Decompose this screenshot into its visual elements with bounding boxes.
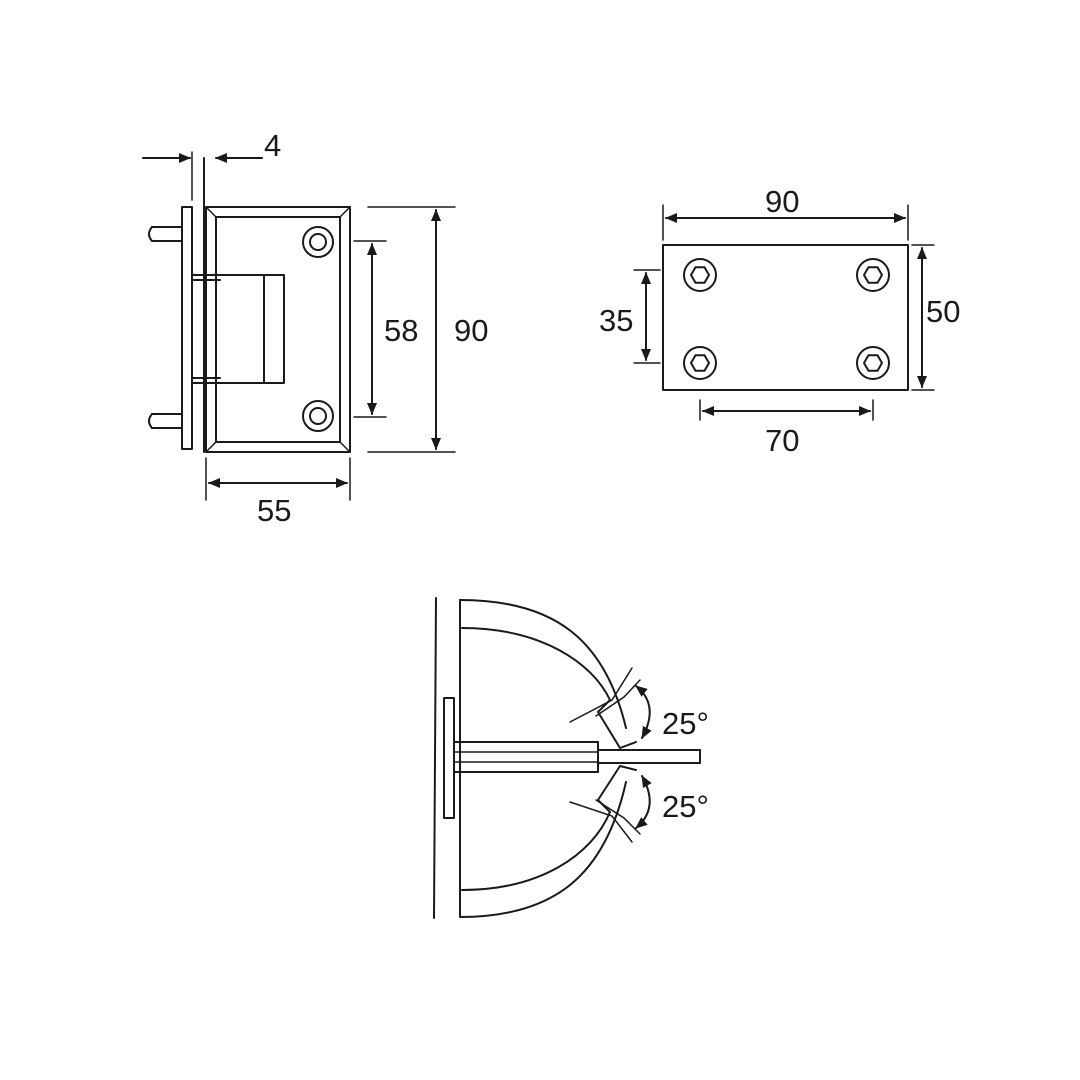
wall-line [433,597,437,919]
dimension-inner-height: 58 [353,240,418,418]
screw-bottom [302,400,334,432]
mounting-pin-top [148,226,183,242]
lower-angle-label: 25° [662,789,709,824]
hole-vertical-label: 35 [599,303,633,338]
dimension-hole-horizontal: 70 [699,399,874,458]
thickness-label: 4 [264,128,281,163]
width-label: 55 [257,493,291,528]
angle-arrow-lower [635,775,652,829]
hinge-knuckle [191,274,285,384]
height-label: 90 [454,313,488,348]
angle-arrow-upper [635,685,652,739]
hinge-body-inner [215,216,341,443]
swing-arc-inner [461,627,611,701]
side-view: 4 58 90 55 [142,128,488,528]
hinge-body-outer [205,206,351,453]
hex-screw-top-right [856,258,890,292]
mounting-plate [662,244,909,391]
plate-height-label: 50 [926,294,960,329]
mounting-pin-bottom [148,413,183,429]
plate-view: 90 50 35 70 [599,184,960,458]
hex-screw-bottom-right [856,346,890,380]
dimension-plate-width: 90 [662,184,909,241]
glass-panel [453,741,701,773]
swing-arc-outer [459,599,627,918]
upper-angle-label: 25° [662,706,709,741]
hex-screw-top-left [683,258,717,292]
screw-top [302,226,334,258]
hex-screw-bottom-left [683,346,717,380]
dimension-height: 90 [367,206,488,453]
dimension-width: 55 [205,457,351,528]
inner-height-label: 58 [384,313,418,348]
plate-width-label: 90 [765,184,799,219]
dimension-hole-vertical: 35 [599,269,661,364]
hole-horizontal-label: 70 [765,423,799,458]
dimension-plate-height: 50 [911,244,960,391]
dimension-thickness: 4 [142,128,281,201]
wall-plate [443,697,455,819]
back-plate [181,206,193,450]
rotation-view: 25° 25° [433,597,709,919]
